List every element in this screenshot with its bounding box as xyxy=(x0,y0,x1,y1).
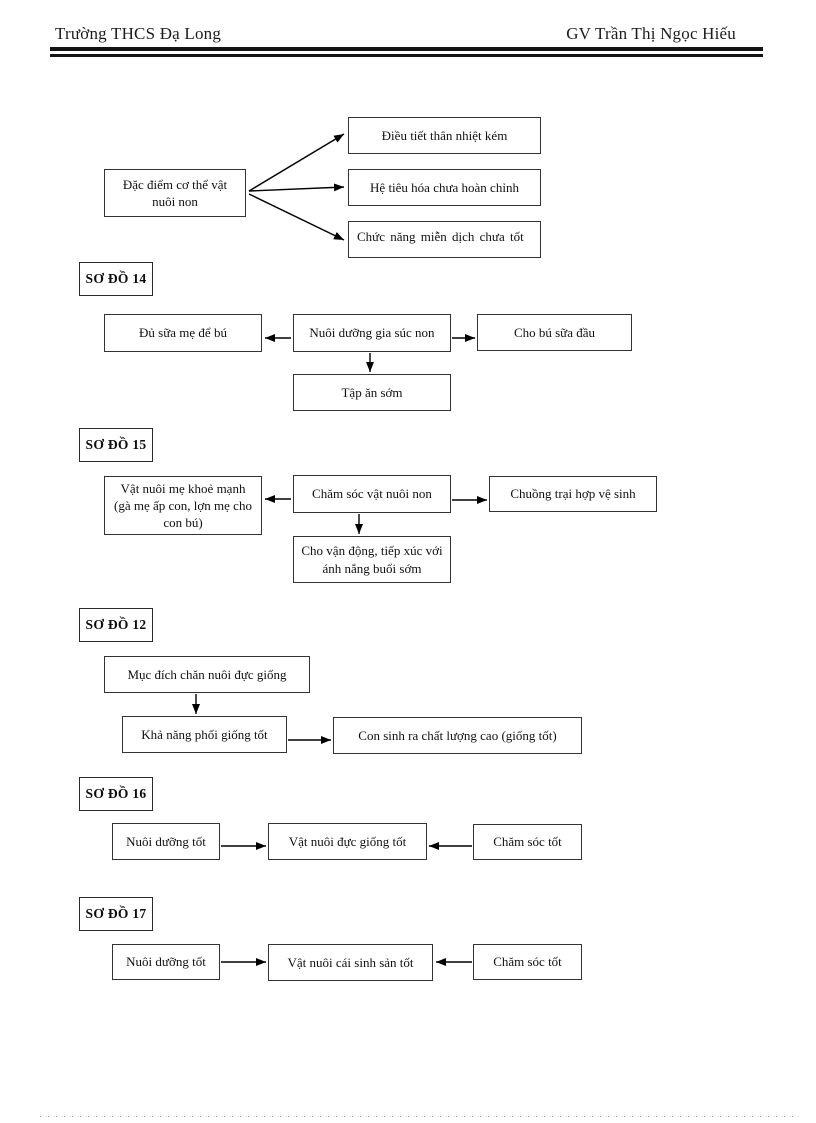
diagram-label-16: SƠ ĐỒ 16 xyxy=(79,777,153,811)
footer-dotted-rule xyxy=(40,1116,798,1117)
d15-bottom-box: Cho vận động, tiếp xúc với ánh nắng buổi… xyxy=(293,536,451,583)
header-teacher-name: GV Trần Thị Ngọc Hiếu xyxy=(566,24,736,43)
d14-right-box: Cho bú sữa đầu xyxy=(477,314,632,351)
d12-top-box: Mục đích chăn nuôi đực giống xyxy=(104,656,310,693)
d17-left-box: Nuôi dưỡng tốt xyxy=(112,944,220,980)
d15-right-box: Chuồng trại hợp vệ sinh xyxy=(489,476,657,512)
traits-target-box-1: Điều tiết thân nhiệt kém xyxy=(348,117,541,154)
arrow-traits-3 xyxy=(248,193,345,241)
arrow-traits-2 xyxy=(248,183,345,192)
d17-center-box: Vật nuôi cái sinh sản tốt xyxy=(268,944,433,981)
diagram-label-14: SƠ ĐỒ 14 xyxy=(79,262,153,296)
d16-left-box: Nuôi dưỡng tốt xyxy=(112,823,220,860)
diagram-label-17: SƠ ĐỒ 17 xyxy=(79,897,153,931)
diagram-label-12: SƠ ĐỒ 12 xyxy=(79,608,153,642)
traits-target-box-2: Hệ tiêu hóa chưa hoàn chỉnh xyxy=(348,169,541,206)
header-rule-bottom xyxy=(50,54,763,57)
diagram-label-15: SƠ ĐỒ 15 xyxy=(79,428,153,462)
d14-center-box: Nuôi dưỡng gia súc non xyxy=(293,314,451,352)
d12-left-box: Khả năng phối giống tốt xyxy=(122,716,287,753)
d14-bottom-box: Tập ăn sớm xyxy=(293,374,451,411)
d17-right-box: Chăm sóc tốt xyxy=(473,944,582,980)
d16-right-box: Chăm sóc tốt xyxy=(473,824,582,860)
arrow-traits-1 xyxy=(248,133,345,192)
traits-target-box-3: Chức năng miễn dịch chưa tốt xyxy=(348,221,541,258)
d12-right-box: Con sinh ra chất lượng cao (giống tốt) xyxy=(333,717,582,754)
header-school-name: Trường THCS Đạ Long xyxy=(55,24,222,43)
d15-center-box: Chăm sóc vật nuôi non xyxy=(293,475,451,513)
d15-left-box: Vật nuôi mẹ khoẻ mạnh (gà mẹ ấp con, lợn… xyxy=(104,476,262,535)
header-rule-top xyxy=(50,47,763,51)
d14-left-box: Đủ sữa mẹ để bú xyxy=(104,314,262,352)
traits-source-box: Đặc điểm cơ thể vật nuôi non xyxy=(104,169,246,217)
d16-center-box: Vật nuôi đực giống tốt xyxy=(268,823,427,860)
